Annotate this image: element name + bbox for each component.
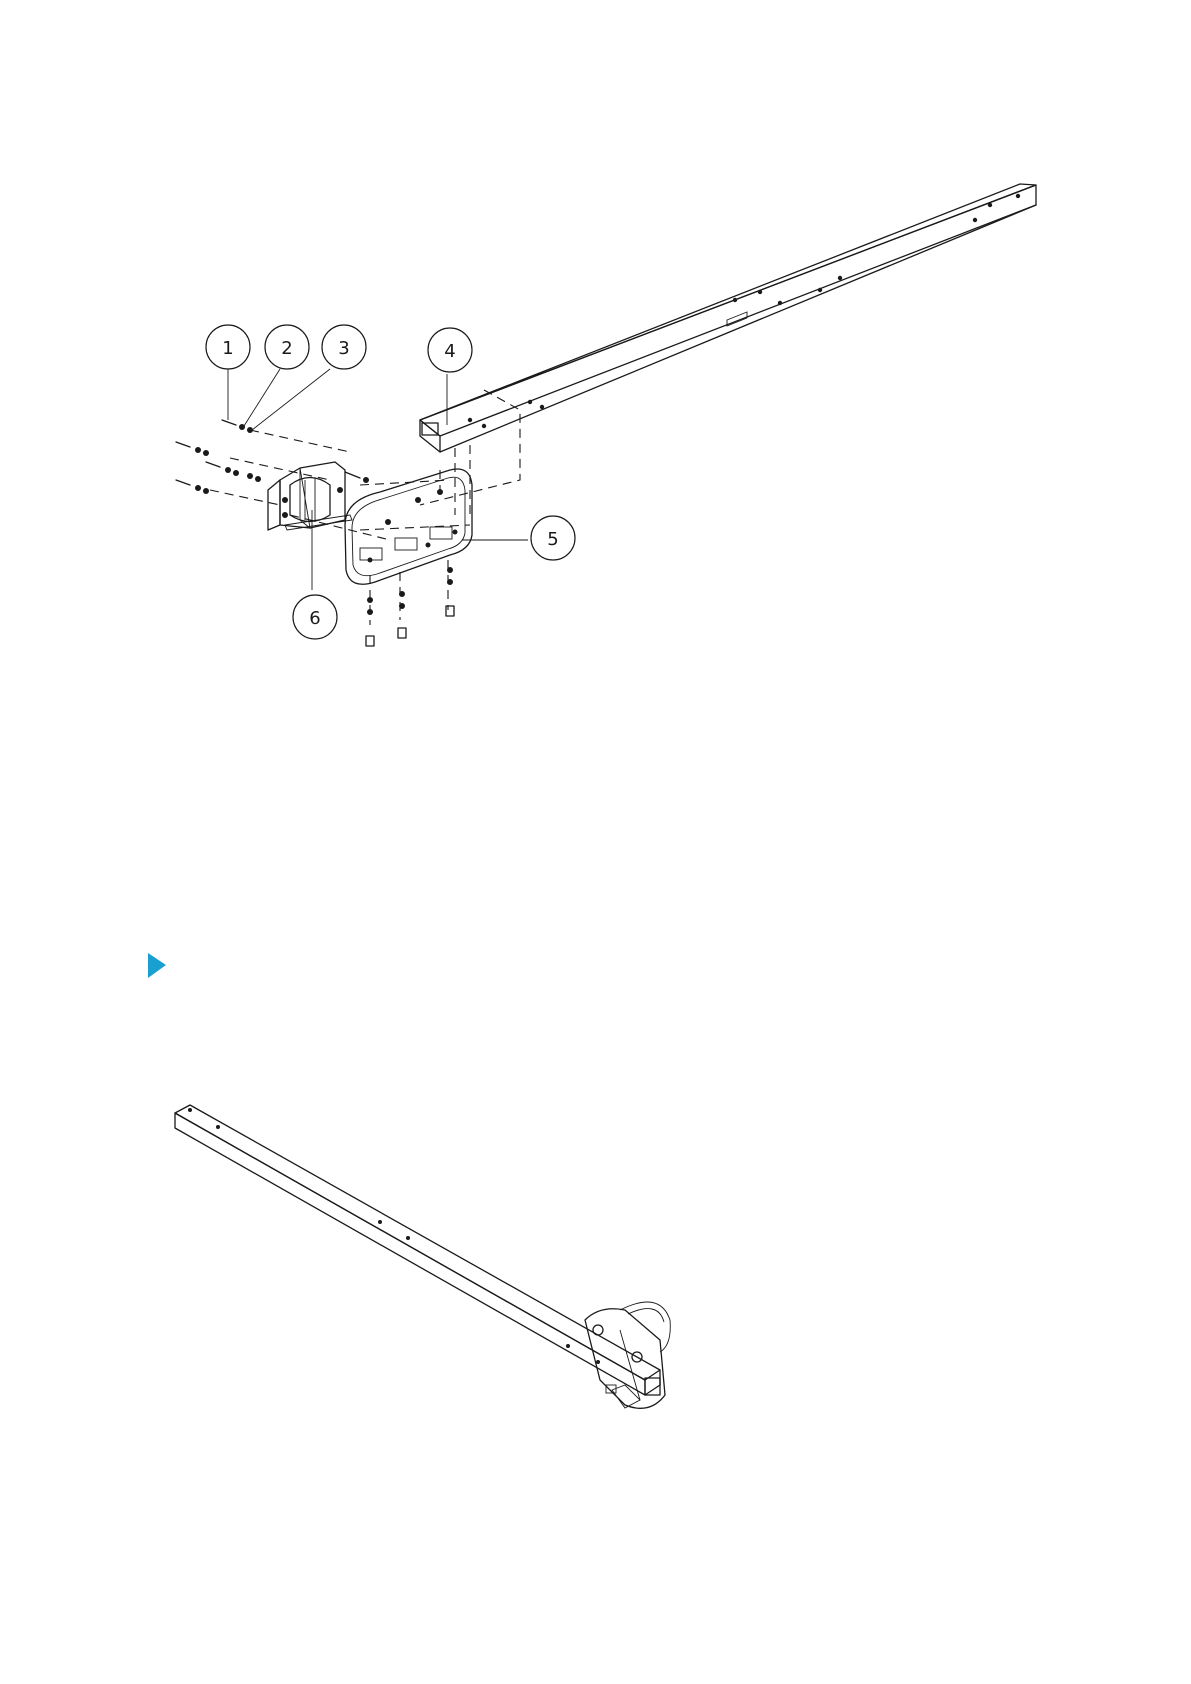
callout-6-label: 6	[309, 608, 320, 629]
callout-2: 2	[265, 325, 309, 369]
callout-3: 3	[322, 325, 366, 369]
callout-4: 4	[428, 328, 472, 372]
callout-5: 5	[531, 516, 575, 560]
callout-1-label: 1	[222, 338, 233, 359]
callout-1: 1	[206, 325, 250, 369]
play-triangle-icon	[148, 953, 166, 978]
assembled-boom-tube	[175, 1105, 660, 1395]
callout-leaders	[228, 369, 528, 590]
fasteners-bottom	[366, 567, 454, 646]
callout-6: 6	[293, 595, 337, 639]
mounting-plate	[345, 469, 472, 584]
callout-2-label: 2	[281, 338, 292, 359]
callout-3-label: 3	[338, 338, 349, 359]
callout-4-label: 4	[444, 341, 455, 362]
assembly-guides	[210, 390, 520, 625]
assembled-bracket	[585, 1302, 670, 1408]
callout-5-label: 5	[547, 529, 558, 550]
exploded-assembly-diagram: 1 2 3 4 5 6	[0, 0, 1191, 700]
boom-tube	[420, 184, 1036, 452]
fasteners-left	[176, 420, 369, 494]
